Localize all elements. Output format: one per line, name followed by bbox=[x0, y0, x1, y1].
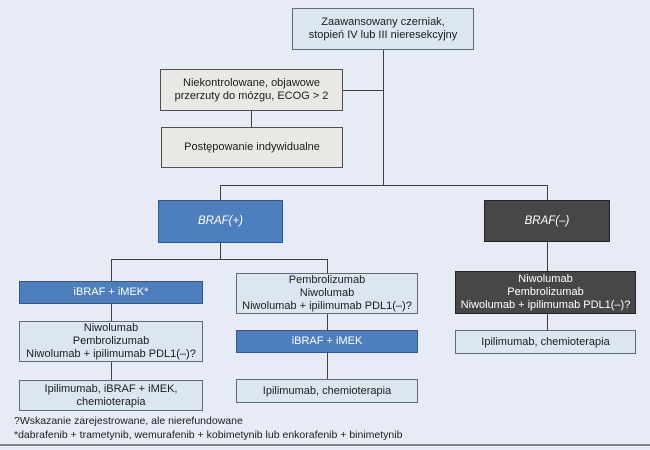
connector-root-down bbox=[383, 50, 384, 185]
footnotes: ?Wskazanie zarejestrowane, ale nierefund… bbox=[14, 414, 402, 442]
node-right-immunotherapy: Niwolumab Pembrolizumab Niwolumab + ipil… bbox=[455, 271, 636, 314]
node-text-line: Niwolumab bbox=[518, 273, 573, 285]
node-text-line: przerzuty do mózgu, ECOG > 2 bbox=[174, 90, 329, 102]
node-text-line: Ipilimumab, chemioterapia bbox=[262, 384, 392, 397]
connector-brafpos-down bbox=[220, 243, 221, 259]
node-left-ibraf-imek: iBRAF + iMEK* bbox=[19, 281, 203, 304]
connector-left-1-2 bbox=[111, 304, 112, 321]
node-text-line: BRAF(+) bbox=[197, 215, 244, 227]
node-text-line: Niwolumab + ipilimumab PDL1(–)? bbox=[242, 300, 412, 312]
bottom-divider bbox=[0, 444, 650, 446]
node-brain-metastases: Niekontrolowane, objawowe przerzuty do m… bbox=[160, 69, 343, 111]
footnote-drug-combinations: *dabrafenib + trametynib, wemurafenib + … bbox=[14, 429, 403, 441]
node-left-third-line: Ipilimumab, iBRAF + iMEK, chemioterapia bbox=[19, 380, 203, 411]
connector-mid-1-2 bbox=[327, 314, 328, 330]
node-text-line: chemioterapia bbox=[76, 395, 146, 408]
node-text-line: stopień IV lub III nieresekcyjny bbox=[308, 29, 458, 41]
connector-brainmets-branch bbox=[343, 90, 383, 91]
node-text-line: Niwolumab + ipilimumab PDL1(–)? bbox=[26, 348, 196, 360]
connector-left-2-3 bbox=[111, 362, 112, 380]
connector-braf-split bbox=[220, 185, 547, 186]
node-text-line: Niwolumab bbox=[83, 322, 139, 334]
node-text-line: Ipilimumab, chemioterapia bbox=[481, 335, 610, 348]
node-left-immunotherapy: Niwolumab Pembrolizumab Niwolumab + ipil… bbox=[19, 321, 203, 362]
node-advanced-melanoma: Zaawansowany czerniak, stopień IV lub II… bbox=[292, 8, 474, 50]
node-mid-ibraf-imek: iBRAF + iMEK bbox=[236, 330, 418, 353]
connector-to-braf-positive bbox=[220, 185, 221, 200]
connector-mid-2-3 bbox=[327, 353, 328, 379]
node-mid-third-line: Ipilimumab, chemioterapia bbox=[236, 379, 418, 403]
node-text-line: Pembrolizumab bbox=[72, 335, 150, 347]
footnote-reimbursement: ?Wskazanie zarejestrowane, ale nierefund… bbox=[14, 415, 243, 427]
connector-right-1-2 bbox=[547, 314, 548, 330]
connector-to-braf-negative bbox=[547, 185, 548, 200]
connector-brainmets-individual bbox=[251, 111, 252, 127]
connector-brafneg-down bbox=[547, 242, 548, 271]
node-text-line: Niekontrolowane, objawowe bbox=[183, 77, 320, 89]
node-braf-positive: BRAF(+) bbox=[158, 200, 283, 243]
node-text-line: Postępowanie indywidualne bbox=[184, 141, 320, 153]
connector-to-mid-column bbox=[327, 259, 328, 273]
node-text-line: Pembrolizumab bbox=[507, 286, 584, 298]
node-right-second-line: Ipilimumab, chemioterapia bbox=[455, 330, 636, 354]
node-braf-negative: BRAF(–) bbox=[484, 200, 610, 242]
node-individual-management: Postępowanie indywidualne bbox=[161, 127, 343, 168]
node-text-line: iBRAF + iMEK bbox=[291, 335, 363, 347]
node-mid-immunotherapy: Pembrolizumab Niwolumab Niwolumab + ipil… bbox=[236, 273, 418, 314]
node-text-line: Ipilimumab, iBRAF + iMEK, bbox=[44, 382, 178, 395]
node-text-line: iBRAF + iMEK* bbox=[73, 286, 149, 298]
node-text-line: BRAF(–) bbox=[524, 214, 570, 227]
connector-to-left-column bbox=[111, 259, 112, 281]
node-text-line: Zaawansowany czerniak, bbox=[321, 16, 445, 28]
node-text-line: Niwolumab + ipilimumab PDL1(–)? bbox=[460, 299, 631, 311]
node-text-line: Niwolumab bbox=[299, 287, 355, 299]
node-text-line: Pembrolizumab bbox=[288, 274, 366, 286]
connector-brafpos-split bbox=[111, 259, 327, 260]
